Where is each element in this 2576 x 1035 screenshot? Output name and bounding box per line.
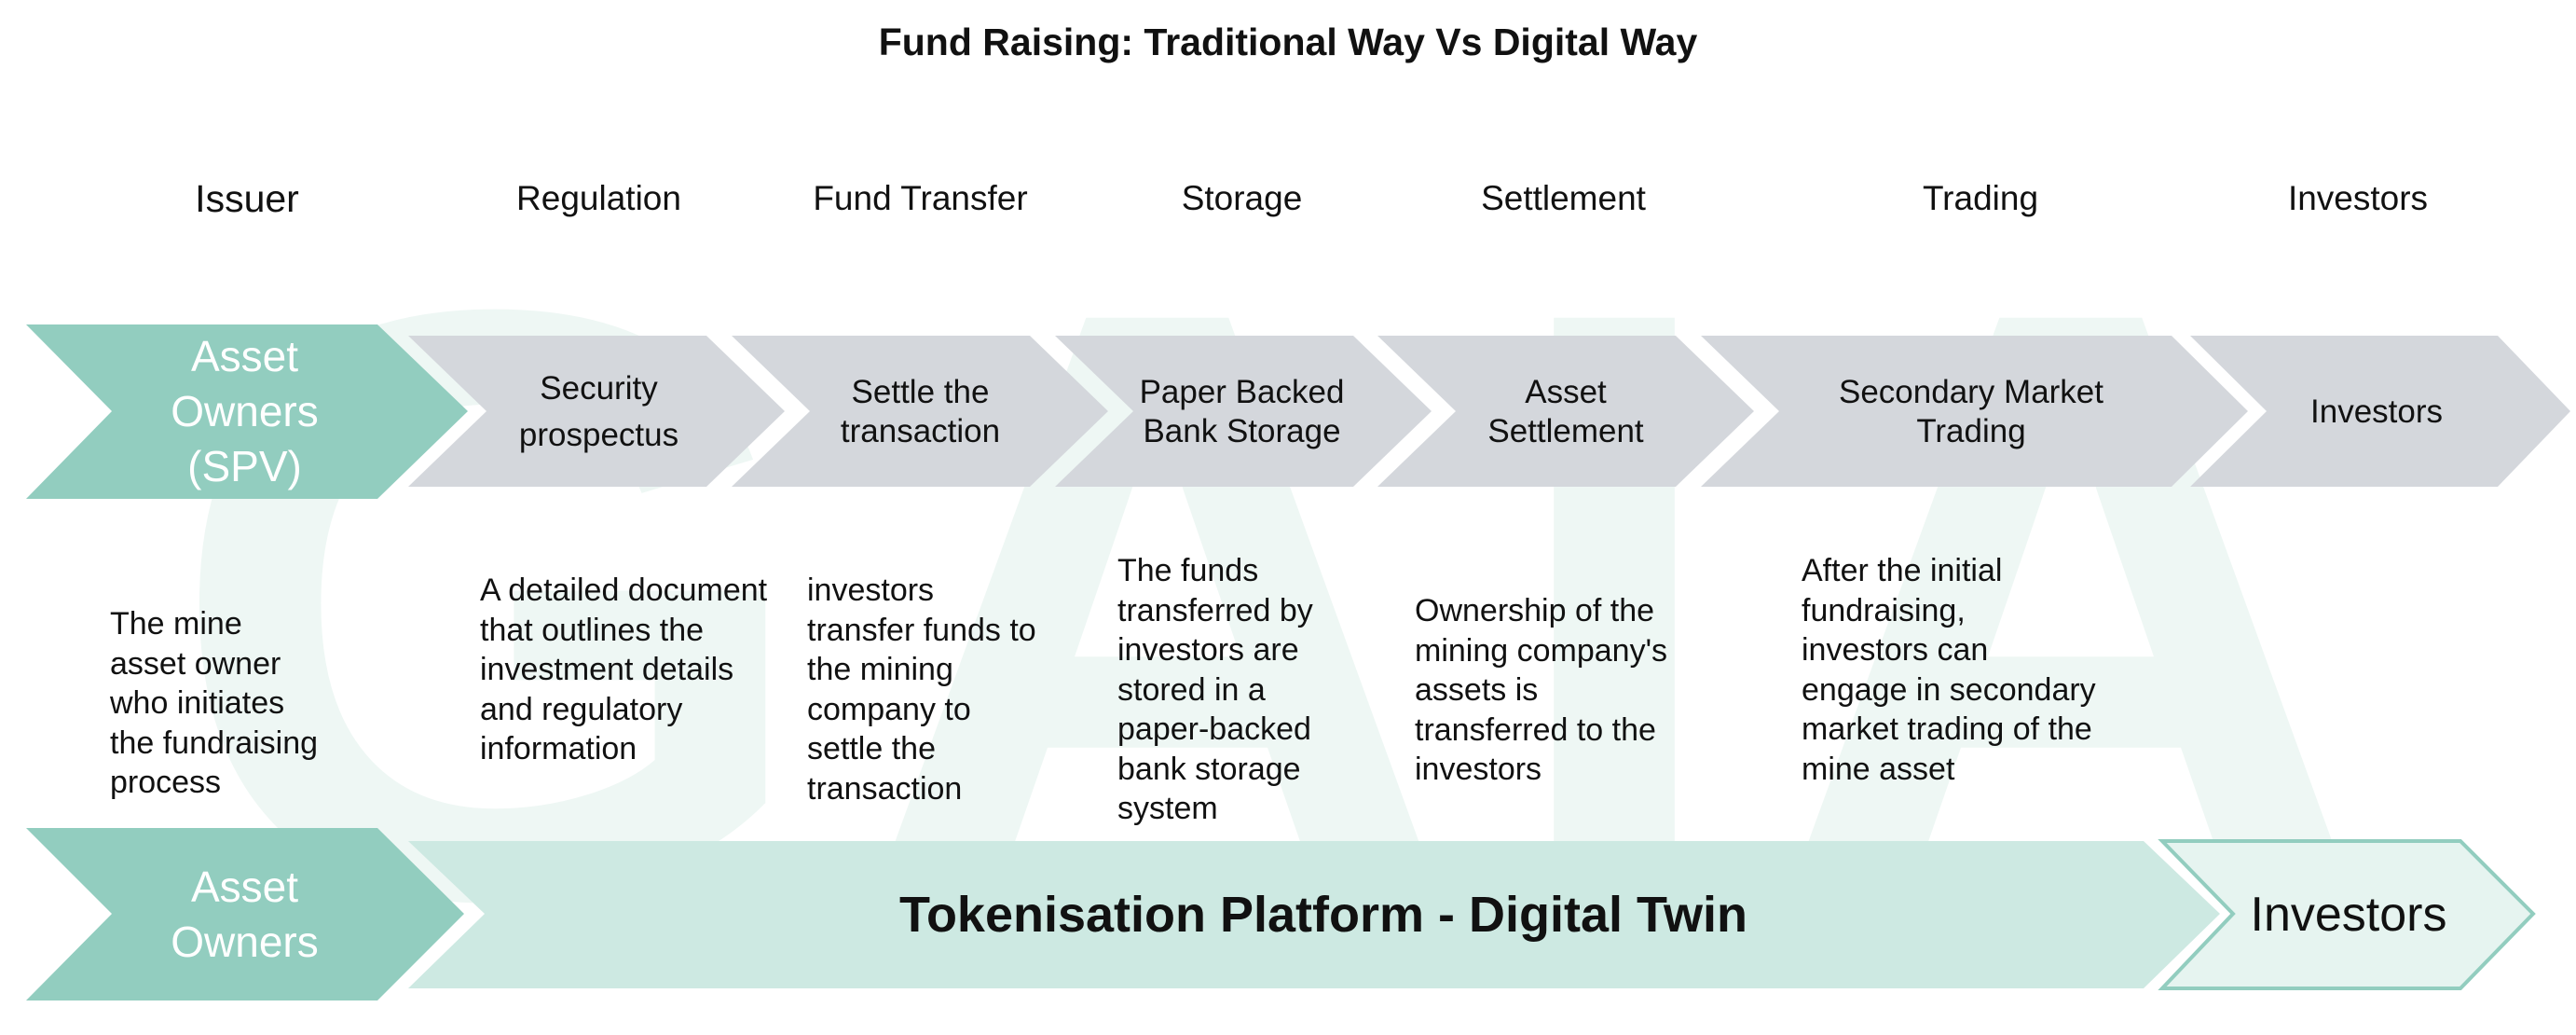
header-storage: Storage — [1181, 179, 1303, 217]
arrow-trading — [1701, 336, 2248, 487]
box-label-paper-backed-storage: Paper Backed Bank Storage — [1139, 374, 1345, 449]
header-fund-transfer: Fund Transfer — [813, 179, 1028, 217]
header-settlement: Settlement — [1481, 179, 1646, 217]
description-issuer: The mine asset owner who initiates the f… — [110, 606, 319, 800]
box-label-security-prospectus: Security prospectus — [518, 370, 679, 453]
arrow-issuer — [26, 324, 468, 499]
box-label-asset-owners-spv: Asset Owners (SPV) — [171, 332, 319, 490]
header-issuer: Issuer — [195, 177, 299, 220]
box-label-investors: Investors — [2310, 393, 2443, 430]
arrow-tokenisation-platform — [408, 841, 2220, 988]
digital-asset-owners-label: Asset Owners — [171, 862, 319, 966]
page-title: Fund Raising: Traditional Way Vs Digital… — [878, 21, 1698, 63]
arrow-digital-owner — [26, 828, 464, 1000]
arrow-investors — [2190, 336, 2570, 487]
arrow-regulation — [408, 336, 785, 487]
description-storage: The funds transferred by investors are s… — [1117, 553, 1313, 826]
header-regulation: Regulation — [516, 179, 681, 217]
digital-investors-label: Investors — [2250, 888, 2447, 942]
header-trading: Trading — [1922, 179, 2039, 217]
box-label-asset-settlement: Asset Settlement — [1487, 374, 1644, 449]
arrow-storage — [1055, 336, 1432, 487]
description-fund-transfer: investors transfer funds to the mining c… — [807, 573, 1036, 807]
tokenisation-platform-label: Tokenisation Platform - Digital Twin — [898, 887, 1748, 943]
description-settlement: Ownership of the mining company's assets… — [1415, 593, 1668, 787]
box-label-secondary-market-trading: Secondary Market Trading — [1838, 374, 2104, 449]
box-label-settle-transaction: Settle the transaction — [840, 374, 1001, 449]
description-trading: After the initial fundraising, investors… — [1802, 553, 2096, 787]
arrow-digital-investors — [2158, 839, 2536, 990]
arrow-settlement — [1377, 336, 1754, 487]
header-investors: Investors — [2287, 179, 2429, 217]
description-regulation: A detailed document that outlines the in… — [480, 573, 768, 766]
arrow-fund-transfer — [732, 336, 1108, 487]
